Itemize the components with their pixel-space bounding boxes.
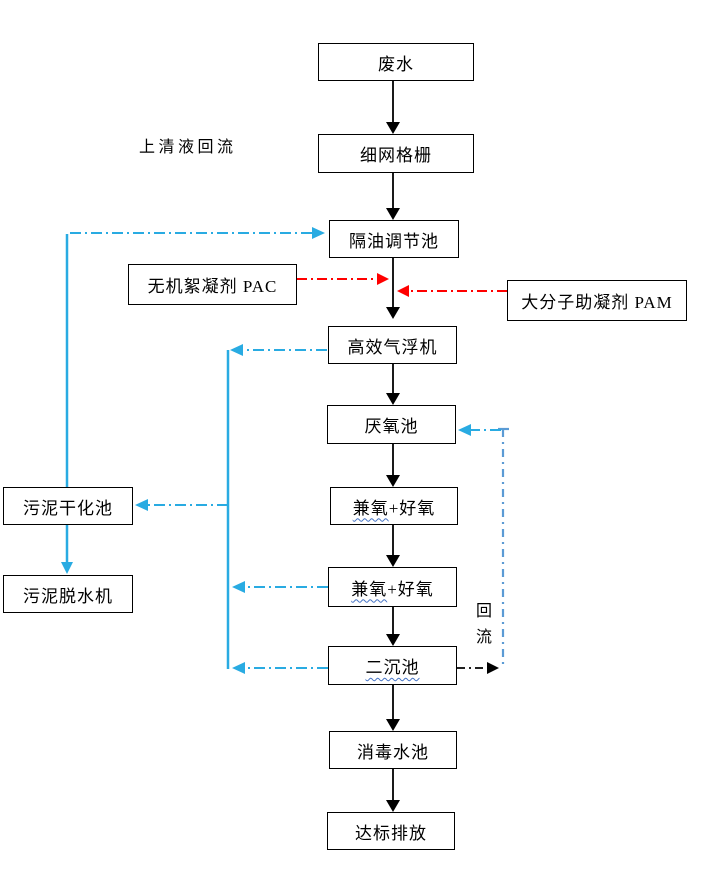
node-sludge-drying-tank: 污泥干化池 bbox=[3, 487, 133, 525]
flow-arrow-flotation-to-anaerobic bbox=[386, 364, 400, 405]
sludge-arrow-trunk-to-drying bbox=[135, 499, 228, 511]
annotation-reflux: 回流 bbox=[473, 599, 495, 651]
annotation-reflux-char2: 流 bbox=[475, 629, 492, 646]
flow-arrow-wastewater-to-fine-screen bbox=[386, 81, 400, 134]
node-sludge-dewatering-machine-label: 污泥脱水机 bbox=[23, 586, 113, 606]
squiggle-text: 兼氧 bbox=[351, 579, 388, 599]
flow-arrow-fac2-to-sed bbox=[386, 607, 400, 646]
node-pac-flocculant: 无机絮凝剂 PAC bbox=[128, 264, 297, 305]
node-secondary-sedimentation-label: 二沉池 bbox=[366, 653, 420, 678]
flow-arrow-anaerobic-to-fac1 bbox=[386, 444, 400, 487]
reflux-vertical-line bbox=[498, 427, 509, 669]
node-pam-coagulant-aid: 大分子助凝剂 PAM bbox=[507, 280, 687, 321]
squiggle-text: 兼氧 bbox=[352, 498, 389, 518]
sludge-arrow-sed-to-trunk bbox=[232, 662, 328, 674]
pac-dosing-arrow bbox=[297, 273, 389, 285]
pam-dosing-arrow bbox=[397, 285, 507, 297]
sludge-arrow-fac2-to-trunk bbox=[232, 581, 328, 593]
node-oil-regulating-tank: 隔油调节池 bbox=[329, 220, 459, 258]
flow-arrow-oil-tank-to-flotation bbox=[386, 258, 400, 319]
node-sludge-dewatering-machine: 污泥脱水机 bbox=[3, 575, 133, 613]
annotation-reflux-char1: 回 bbox=[475, 603, 492, 620]
node-sludge-drying-tank-label: 污泥干化池 bbox=[23, 498, 113, 518]
node-air-flotation: 高效气浮机 bbox=[328, 326, 457, 364]
node-facultative-aerobic-2: 兼氧+好氧 bbox=[328, 567, 457, 607]
sludge-arrow-drying-to-dewatering bbox=[61, 525, 73, 574]
flow-arrow-fac1-to-fac2 bbox=[386, 525, 400, 567]
node-standard-discharge: 达标排放 bbox=[327, 812, 455, 850]
node-disinfection-tank: 消毒水池 bbox=[329, 731, 457, 769]
node-pam-coagulant-aid-label: 大分子助凝剂 PAM bbox=[521, 293, 673, 312]
node-fine-screen-label: 细网格栅 bbox=[360, 146, 432, 165]
node-fine-screen: 细网格栅 bbox=[318, 134, 474, 173]
reflux-arrow-into-anaerobic bbox=[458, 424, 501, 436]
node-wastewater-label: 废水 bbox=[378, 54, 414, 74]
flow-arrow-fine-screen-to-oil-tank bbox=[386, 173, 400, 220]
reflux-arrow-sed-out bbox=[457, 662, 499, 674]
node-facultative-aerobic-1: 兼氧+好氧 bbox=[330, 487, 458, 525]
flow-arrow-sed-to-disinfect bbox=[386, 685, 400, 731]
supernatant-return-riser bbox=[65, 227, 325, 487]
squiggle-text: 二沉池 bbox=[365, 658, 420, 677]
node-standard-discharge-label: 达标排放 bbox=[355, 823, 427, 843]
node-secondary-sedimentation: 二沉池 bbox=[328, 646, 457, 685]
plain-text: +好氧 bbox=[387, 579, 434, 599]
flow-arrow-disinfect-to-discharge bbox=[386, 769, 400, 812]
annotation-supernatant-return: 上清液回流 bbox=[139, 139, 237, 156]
node-pac-flocculant-label: 无机絮凝剂 PAC bbox=[147, 277, 278, 296]
node-disinfection-tank-label: 消毒水池 bbox=[357, 742, 429, 762]
sludge-arrow-flotation-to-trunk bbox=[230, 344, 327, 356]
node-anaerobic-tank: 厌氧池 bbox=[327, 405, 456, 444]
node-anaerobic-tank-label: 厌氧池 bbox=[364, 417, 419, 436]
node-wastewater: 废水 bbox=[318, 43, 474, 81]
node-air-flotation-label: 高效气浮机 bbox=[347, 337, 438, 357]
node-facultative-aerobic-2-label: 兼氧+好氧 bbox=[351, 575, 434, 600]
node-facultative-aerobic-1-label: 兼氧+好氧 bbox=[353, 494, 436, 519]
node-oil-regulating-tank-label: 隔油调节池 bbox=[349, 231, 439, 251]
plain-text: +好氧 bbox=[388, 498, 436, 518]
